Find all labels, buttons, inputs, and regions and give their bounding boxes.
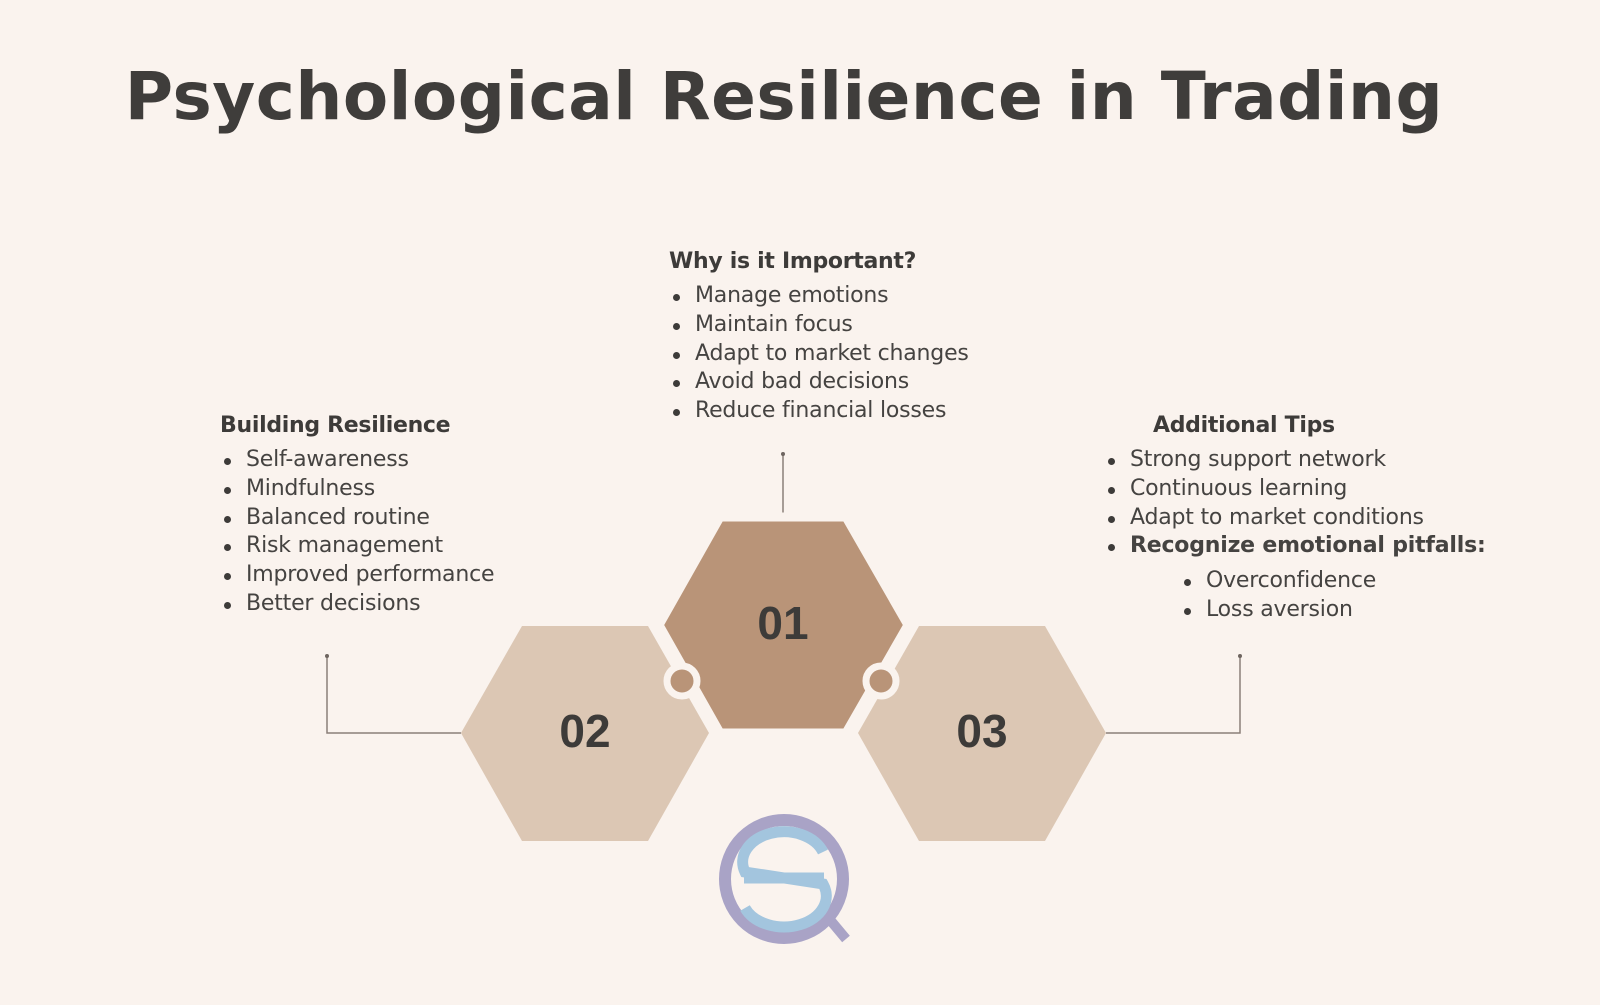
bullet-list: Strong support network Continuous learni… — [1104, 446, 1486, 561]
hexagon-02-number: 02 — [559, 705, 611, 757]
list-item: Strong support network — [1104, 446, 1486, 475]
hexagon-01 — [653, 512, 914, 738]
section-heading: Why is it Important? — [669, 249, 917, 274]
section-heading: Building Resilience — [220, 413, 451, 438]
hexagon-02 — [461, 626, 709, 841]
list-item: Reduce financial losses — [669, 397, 969, 426]
bullet-list: Manage emotions Maintain focus Adapt to … — [669, 282, 969, 426]
list-item: Manage emotions — [669, 282, 969, 311]
list-item: Adapt to market changes — [669, 340, 969, 369]
connector-line-02 — [326, 656, 461, 734]
list-item: Self-awareness — [220, 446, 494, 475]
list-item: Improved performance — [220, 561, 495, 590]
list-item: Balanced routine — [220, 504, 494, 533]
list-item: Continuous learning — [1104, 475, 1486, 504]
hexagon-03 — [858, 626, 1106, 841]
list-item: Risk management — [220, 532, 494, 561]
list-item: Avoid bad decisions — [669, 368, 969, 397]
joint-dot-left — [663, 662, 701, 700]
section-additional-tips: Additional Tips Strong support network C… — [1104, 413, 1486, 625]
sub-list-item: Loss aversion — [1180, 596, 1486, 625]
bullet-list: Self-awareness Mindfulness Balanced rout… — [220, 446, 495, 619]
sub-bullet-list: Overconfidence Loss aversion — [1104, 567, 1486, 625]
section-building-resilience: Building Resilience Self-awareness Mindf… — [220, 413, 495, 619]
hexagon-01-number: 01 — [757, 597, 809, 649]
sub-list-item: Overconfidence — [1180, 567, 1486, 596]
section-why-important: Why is it Important? Manage emotions Mai… — [669, 249, 969, 426]
connector-line-03 — [1106, 656, 1241, 734]
list-item: Better decisions — [220, 590, 494, 619]
section-heading: Additional Tips — [1153, 413, 1335, 438]
magnifier-s-logo-icon — [719, 814, 850, 944]
list-item-emphasis: Recognize emotional pitfalls: — [1104, 532, 1486, 561]
joint-dot-right — [862, 662, 900, 700]
list-item: Maintain focus — [669, 311, 969, 340]
list-item: Mindfulness — [220, 475, 494, 504]
hexagon-03-number: 03 — [956, 705, 1008, 757]
page-title: Psychological Resilience in Trading — [124, 58, 1444, 135]
list-item: Adapt to market conditions — [1104, 504, 1486, 533]
